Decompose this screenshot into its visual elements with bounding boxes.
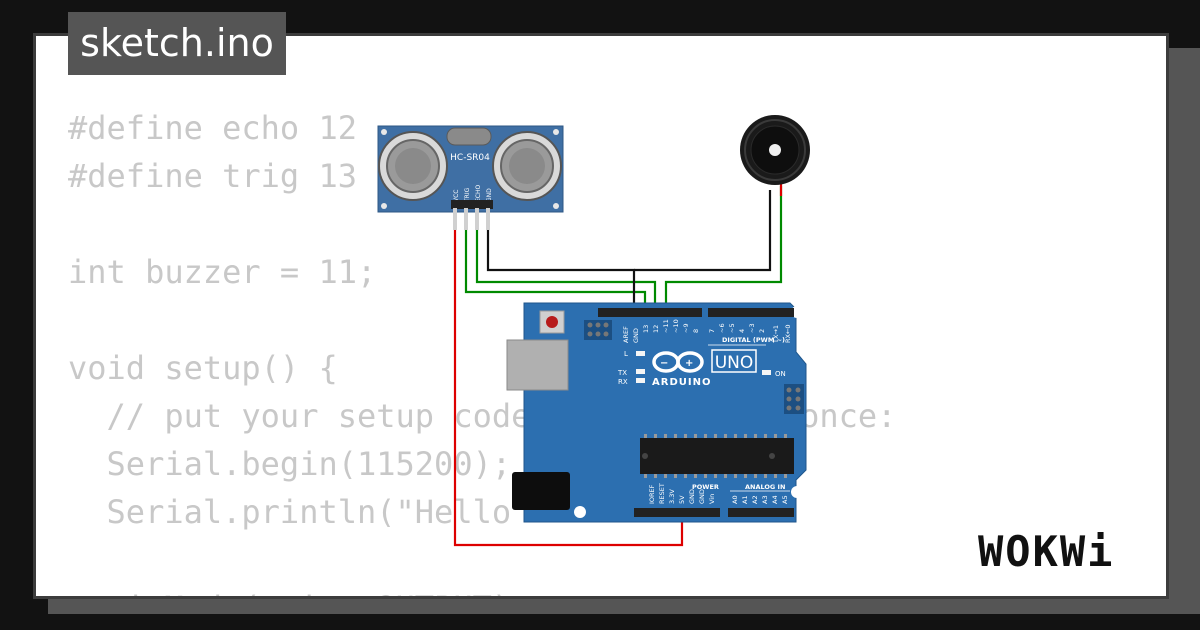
led-l bbox=[636, 351, 645, 356]
pin-label-5: ~5 bbox=[728, 323, 736, 333]
sensor-pin-echo: ECHO bbox=[475, 185, 482, 202]
pin-label-12: 12 bbox=[652, 325, 660, 333]
pin-label-3v3: 3.3V bbox=[668, 489, 676, 504]
svg-text:+: + bbox=[685, 358, 693, 369]
led-on bbox=[762, 370, 771, 375]
board-model-label: UNO bbox=[715, 353, 754, 373]
power-label: POWER bbox=[692, 483, 719, 491]
pin-label-8: 8 bbox=[692, 329, 700, 333]
sensor-model-label: HC-SR04 bbox=[450, 153, 490, 163]
code-line: Serial.println("Hello bbox=[68, 493, 512, 531]
arduino-infinity-icon bbox=[652, 351, 704, 373]
digital-header-right bbox=[708, 308, 794, 317]
code-line: #define echo 12 bbox=[68, 109, 357, 147]
pin-label-reset: RESET bbox=[658, 483, 666, 504]
pin-label-gnd-1: GND bbox=[688, 489, 696, 504]
code-line: #define trig 13 bbox=[68, 157, 357, 195]
pin-label-11: ~11 bbox=[662, 319, 670, 333]
wire-vcc-5v bbox=[453, 228, 684, 547]
pin-label-10: ~10 bbox=[672, 319, 680, 333]
analog-header bbox=[728, 508, 794, 517]
led-l-label: L bbox=[624, 350, 628, 358]
pin-label-vin: Vin bbox=[708, 494, 716, 504]
pin-label-a1: A1 bbox=[741, 495, 749, 504]
svg-text:−: − bbox=[660, 358, 668, 369]
sensor-pin-gnd: GND bbox=[486, 188, 493, 202]
wire-gnd bbox=[486, 228, 636, 312]
usb-port bbox=[506, 339, 569, 391]
pin-label-a5: A5 bbox=[781, 495, 789, 504]
piezo-buzzer[interactable] bbox=[740, 115, 810, 185]
wokwi-logo: WOKWi bbox=[978, 527, 1115, 576]
pin-label-5v: 5V bbox=[678, 495, 686, 504]
pin-label-7: 7 bbox=[708, 329, 716, 333]
analog-label: ANALOG IN bbox=[745, 483, 785, 491]
file-title: sketch.ino bbox=[68, 12, 286, 75]
power-header bbox=[634, 508, 720, 517]
code-line: void setup() { bbox=[68, 349, 338, 387]
icsp-header bbox=[584, 320, 612, 340]
led-tx-label: TX bbox=[617, 369, 627, 377]
transducer-left bbox=[378, 131, 448, 201]
wire-buzzer-11 bbox=[664, 186, 783, 312]
led-on-label: ON bbox=[775, 370, 786, 378]
power-jack bbox=[512, 472, 570, 510]
pin-label-9: ~9 bbox=[682, 323, 690, 333]
led-tx bbox=[636, 369, 645, 374]
wire-trig-13 bbox=[464, 228, 647, 312]
sensor-pin-vcc: VCC bbox=[453, 190, 460, 202]
code-line: Serial.begin(115200); bbox=[68, 445, 512, 483]
pin-label-a0: A0 bbox=[731, 495, 739, 504]
pin-label-rx: RX←0 bbox=[784, 324, 792, 343]
pin-label-gnd-2: GND bbox=[698, 489, 706, 504]
wire-echo-12 bbox=[475, 228, 657, 312]
pin-label-4: 4 bbox=[738, 329, 746, 333]
digital-label: DIGITAL (PWM ~) bbox=[722, 336, 785, 344]
led-rx bbox=[636, 378, 645, 383]
code-line: int buzzer = 11; bbox=[68, 253, 377, 291]
wire-buzzer-gnd bbox=[634, 190, 772, 272]
pin-label-a4: A4 bbox=[771, 495, 779, 504]
board-brand-label: ARDUINO bbox=[652, 377, 711, 388]
pin-label-6: ~6 bbox=[718, 323, 726, 333]
ultrasonic-sensor[interactable]: HC-SR04 VCC TRIG ECHO GND bbox=[377, 125, 564, 230]
led-rx-label: RX bbox=[618, 378, 628, 386]
microcontroller-chip bbox=[640, 438, 794, 474]
transducer-right bbox=[492, 131, 562, 201]
pin-label-aref: AREF bbox=[622, 326, 630, 343]
pin-label-a2: A2 bbox=[751, 495, 759, 504]
pin-label-gnd: GND bbox=[632, 328, 640, 343]
arduino-uno-board[interactable]: AREF GND 13 12 ~11 ~10 ~9 8 7 ~6 ~5 4 ~3… bbox=[506, 302, 807, 523]
pin-label-13: 13 bbox=[642, 325, 650, 333]
digital-header-left bbox=[598, 308, 702, 317]
pin-label-a3: A3 bbox=[761, 495, 769, 504]
code-line: pinMode(trig, OUTPUT); bbox=[68, 584, 896, 596]
pin-label-tx: TX→1 bbox=[772, 325, 780, 344]
pin-label-3: ~3 bbox=[748, 323, 756, 333]
sensor-pin-trig: TRIG bbox=[464, 187, 471, 203]
icsp-header-right bbox=[784, 384, 804, 414]
pin-label-ioref: IOREF bbox=[648, 484, 656, 504]
pin-label-2: 2 bbox=[758, 329, 766, 333]
